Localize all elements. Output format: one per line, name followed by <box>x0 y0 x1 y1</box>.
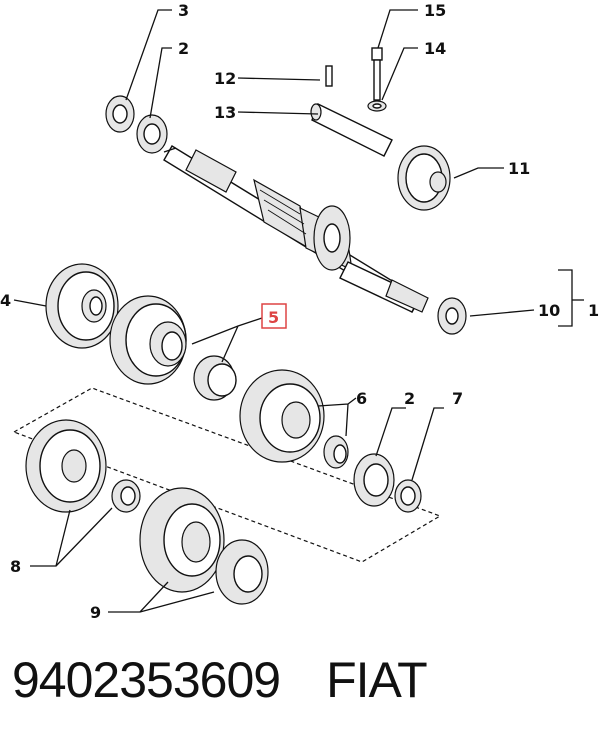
callout-1: 1 <box>588 301 599 320</box>
callout-14: 14 <box>424 39 446 58</box>
part-11-gear <box>397 145 451 211</box>
part-2-bearing <box>353 453 395 507</box>
part-5-needle-bearing <box>193 355 237 401</box>
part-8-bushing <box>111 479 141 513</box>
main-shaft <box>163 145 429 313</box>
callout-15: 15 <box>424 1 446 20</box>
callout-9: 9 <box>90 603 101 622</box>
part-caption: 9402353609 FIAT <box>12 648 592 718</box>
part-4-gear <box>45 263 119 349</box>
callout-6: 6 <box>356 389 367 408</box>
part-6-bushing <box>323 435 349 469</box>
part-13-shaft <box>310 103 393 157</box>
callout-12: 12 <box>214 69 236 88</box>
callout-13: 13 <box>214 103 236 122</box>
callout-2-bottom: 2 <box>404 389 415 408</box>
part-12-pin <box>325 65 333 87</box>
callout-8: 8 <box>10 557 21 576</box>
part-14-washer <box>367 100 387 112</box>
part-6-gear <box>239 369 325 463</box>
dashed-group-outline <box>12 387 442 563</box>
callout-11: 11 <box>508 159 530 178</box>
brand-name: FIAT <box>326 652 428 708</box>
part-15-bolt <box>371 47 383 101</box>
part-3-washer-top <box>105 95 135 133</box>
part-5-synchro-hub <box>109 295 187 385</box>
callout-5-highlight-box <box>261 303 287 329</box>
part-number: 9402353609 <box>12 652 281 708</box>
part-10-pinion <box>437 297 467 335</box>
part-9-synchro-ring <box>139 487 225 593</box>
callout-3: 3 <box>178 1 189 20</box>
leader-lines <box>13 9 584 613</box>
part-2-bearing-top <box>136 114 168 154</box>
callout-10: 10 <box>538 301 560 320</box>
part-8-gear <box>25 419 107 513</box>
callout-5: 5 <box>268 308 279 327</box>
callout-7: 7 <box>452 389 463 408</box>
part-9-gear <box>215 539 269 605</box>
callout-2-top: 2 <box>178 39 189 58</box>
exploded-parts-diagram: 3 2 15 14 12 13 11 4 10 1 5 6 2 7 8 9 <box>0 1 599 622</box>
part-7-washer <box>394 479 422 513</box>
callout-4: 4 <box>0 291 11 310</box>
